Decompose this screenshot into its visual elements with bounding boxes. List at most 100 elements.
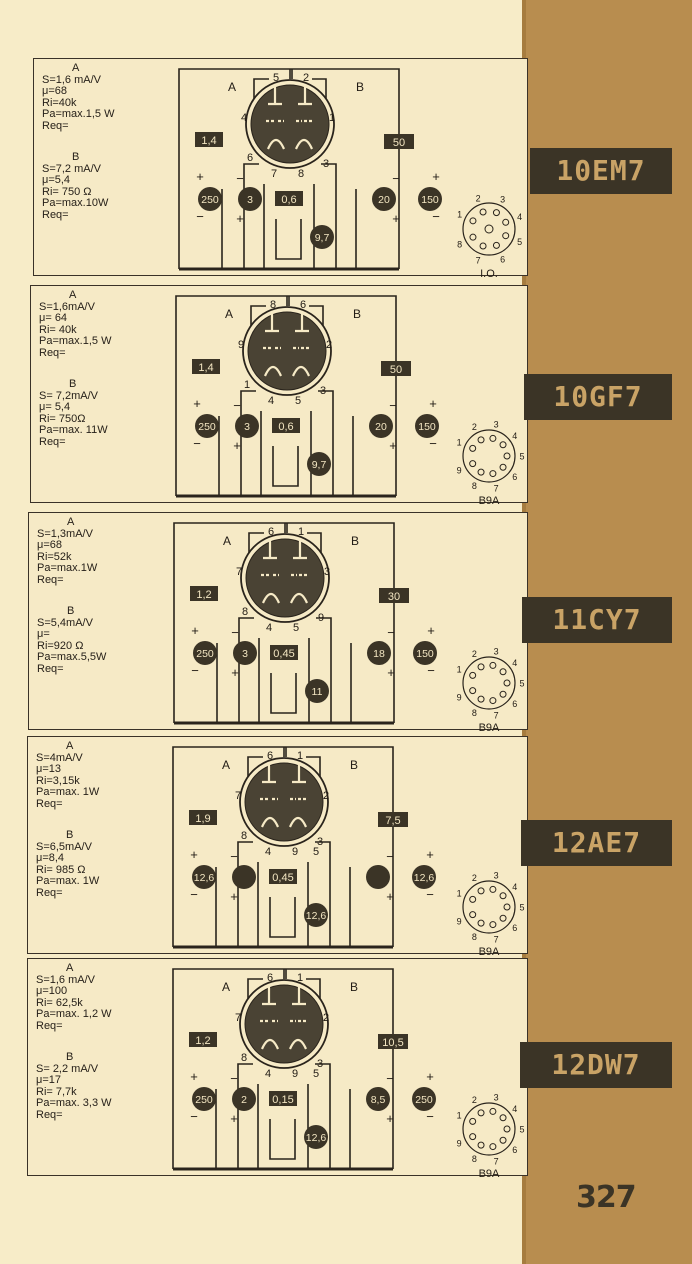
value-rect-mid-text: 0,6 xyxy=(281,194,296,206)
value-rect-mid xyxy=(272,418,300,433)
section-a-marker: A xyxy=(223,534,231,548)
pin-label: 4 xyxy=(241,112,247,124)
param-line: Ri= 40k xyxy=(39,323,77,336)
socket-pin-number: 8 xyxy=(457,239,462,249)
value-circle-right-text: 150 xyxy=(416,648,434,660)
socket-pin-number: 8 xyxy=(472,1154,477,1164)
param-line: Ri=3,15k xyxy=(36,774,80,787)
section-b-title: B xyxy=(66,829,74,841)
section-a-title: A xyxy=(67,516,75,528)
param-line: Ri= 750 Ω xyxy=(42,185,92,198)
pin-label: 3 xyxy=(317,836,323,848)
value-circle-right xyxy=(413,641,437,665)
section-a-title: A xyxy=(66,962,74,974)
value-rect-right-text: 7,5 xyxy=(385,815,400,827)
param-line: S=1,6 mA/V xyxy=(36,973,96,986)
value-rect-left-text: 1,9 xyxy=(195,813,210,825)
value-rect-mid-text: 0,6 xyxy=(278,421,293,433)
value-circle-right-text: 150 xyxy=(421,194,439,206)
pin-label: 6 xyxy=(268,526,274,538)
sign-minus: − xyxy=(426,887,434,902)
value-rect-mid-text: 0,45 xyxy=(273,648,294,660)
pin-label: 8 xyxy=(270,299,276,311)
param-line: μ=13 xyxy=(36,763,61,775)
sign-minus: − xyxy=(190,1109,198,1124)
pin-label: 4 xyxy=(268,395,274,407)
socket-pin xyxy=(503,452,511,460)
value-rect-left xyxy=(189,1032,217,1047)
value-rect-right-text: 10,5 xyxy=(382,1037,403,1049)
socket-outline xyxy=(462,880,516,934)
param-line: μ= 5,4 xyxy=(39,401,71,413)
value-rect-left-text: 1,4 xyxy=(198,362,213,374)
sign-plus: + xyxy=(429,396,437,411)
sign-minus: − xyxy=(387,625,395,640)
value-rect-right-text: 50 xyxy=(393,137,405,149)
sign-minus: − xyxy=(230,1071,238,1086)
value-rect-left-text: 1,2 xyxy=(196,589,211,601)
sign-minus: − xyxy=(432,209,440,224)
param-line: μ=68 xyxy=(37,539,62,551)
socket-pin xyxy=(489,661,497,669)
param-line: Req= xyxy=(39,435,66,448)
value-circle-bottom xyxy=(305,679,329,703)
socket-pin-number: 6 xyxy=(512,699,517,709)
socket-pin-number: 9 xyxy=(457,692,462,702)
socket-pin-number: 3 xyxy=(500,194,505,204)
sign-minus: − xyxy=(231,625,239,640)
sign-plus: + xyxy=(387,665,395,680)
param-line: Pa=max.5,5W xyxy=(37,651,107,663)
sign-plus: + xyxy=(426,1069,434,1084)
socket-pin xyxy=(479,208,487,216)
socket-pin-number: 5 xyxy=(517,237,522,247)
value-circle-right-text: 12,6 xyxy=(414,872,435,884)
param-line: Pa=max. 11W xyxy=(39,424,108,436)
pin-label: 3 xyxy=(320,385,326,397)
sign-plus: + xyxy=(389,438,397,453)
value-circle-a-text: 3 xyxy=(242,648,248,660)
pin-label: 8 xyxy=(298,168,304,180)
value-rect-mid-text: 0,45 xyxy=(272,872,293,884)
param-line: Pa=max. 3,3 W xyxy=(36,1097,112,1109)
param-line: Req= xyxy=(36,886,63,899)
param-line: Ri=52k xyxy=(37,550,72,563)
value-circle-left-text: 250 xyxy=(201,194,219,206)
pin-label: 1 xyxy=(297,750,303,762)
value-rect-left xyxy=(190,586,218,601)
param-line: Req= xyxy=(36,797,63,810)
sign-minus: − xyxy=(429,436,437,451)
pin-label: 7 xyxy=(235,790,241,802)
section-gap xyxy=(36,810,164,830)
sign-plus: + xyxy=(427,623,435,638)
socket-pin xyxy=(499,690,507,698)
value-circle-left xyxy=(192,1087,216,1111)
value-circle-left-text: 250 xyxy=(198,421,216,433)
tube-type-label: 12DW7 xyxy=(520,1042,672,1088)
value-circle-bottom-text: 11 xyxy=(312,686,323,698)
value-rect-right xyxy=(378,812,408,827)
sign-plus: + xyxy=(191,623,199,638)
sign-plus: + xyxy=(196,169,204,184)
pin-label: 3 xyxy=(317,1058,323,1070)
pin-label: 1 xyxy=(297,972,303,984)
section-gap xyxy=(37,586,165,606)
sign-plus: + xyxy=(190,1069,198,1084)
socket-pin xyxy=(469,895,477,903)
pin-label: 4 xyxy=(265,846,271,858)
value-circle-right xyxy=(412,865,436,889)
socket-type: B9A xyxy=(479,946,500,957)
sign-plus: + xyxy=(230,889,238,904)
sign-plus: + xyxy=(233,438,241,453)
param-line: S=1,3mA/V xyxy=(37,527,93,540)
value-circle-left-text: 250 xyxy=(195,1094,213,1106)
socket-pin-number: 5 xyxy=(519,903,524,913)
socket-pin xyxy=(477,887,485,895)
